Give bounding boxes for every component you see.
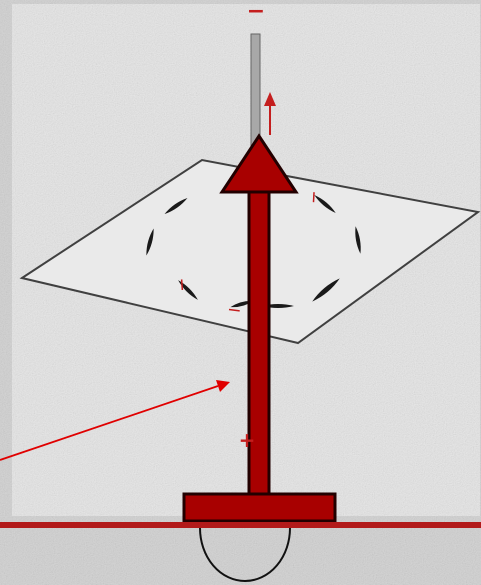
ground-line <box>0 522 481 528</box>
positive-terminal-sign: + <box>239 428 256 452</box>
negative-terminal-sign: − <box>247 0 265 24</box>
big-arrow-shaft <box>249 190 269 500</box>
big-arrow-base <box>184 494 335 521</box>
